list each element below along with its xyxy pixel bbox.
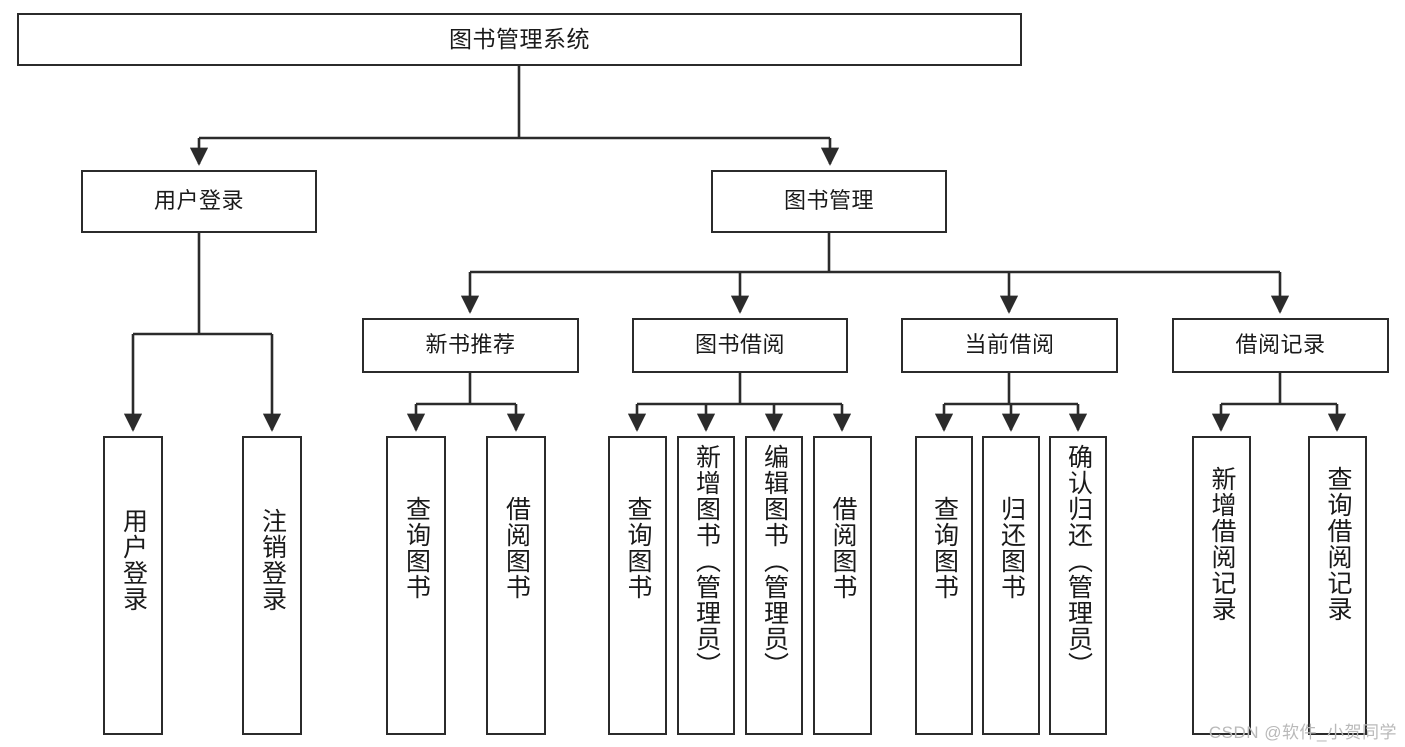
node-new-book-recommend-label: 新书推荐 — [425, 332, 516, 358]
node-leaf-borrow-book-2[interactable]: 借阅图书 — [813, 436, 872, 735]
node-leaf-logout[interactable]: 注销登录 — [242, 436, 302, 735]
node-leaf-borrow-book-2-label: 借阅图书 — [829, 496, 857, 600]
node-leaf-return-book[interactable]: 归还图书 — [982, 436, 1040, 735]
node-current-borrow[interactable]: 当前借阅 — [901, 318, 1118, 373]
node-leaf-query-book-2[interactable]: 查询图书 — [608, 436, 667, 735]
node-current-borrow-label: 当前借阅 — [964, 332, 1055, 358]
node-leaf-add-book-label: 新增图书（管理员） — [692, 444, 721, 678]
node-root[interactable]: 图书管理系统 — [17, 13, 1022, 66]
node-leaf-query-book-1[interactable]: 查询图书 — [386, 436, 446, 735]
node-leaf-edit-book[interactable]: 编辑图书（管理员） — [745, 436, 803, 735]
node-borrow-record[interactable]: 借阅记录 — [1172, 318, 1389, 373]
node-leaf-user-login[interactable]: 用户登录 — [103, 436, 163, 735]
node-leaf-borrow-book-1[interactable]: 借阅图书 — [486, 436, 546, 735]
node-leaf-logout-label: 注销登录 — [258, 508, 287, 612]
node-leaf-query-book-1-label: 查询图书 — [402, 496, 431, 600]
watermark: CSDN @软件_小贺同学 — [1208, 723, 1397, 742]
node-book-manage[interactable]: 图书管理 — [711, 170, 947, 233]
node-leaf-query-book-3-label: 查询图书 — [930, 496, 959, 600]
node-leaf-query-book-3[interactable]: 查询图书 — [915, 436, 973, 735]
node-leaf-user-login-label: 用户登录 — [119, 508, 148, 612]
node-user-login[interactable]: 用户登录 — [81, 170, 317, 233]
node-leaf-edit-book-label: 编辑图书（管理员） — [760, 444, 789, 678]
node-leaf-return-book-label: 归还图书 — [997, 496, 1026, 600]
node-book-borrow-label: 图书借阅 — [694, 332, 785, 358]
node-book-manage-label: 图书管理 — [783, 188, 874, 214]
node-borrow-record-label: 借阅记录 — [1235, 332, 1326, 358]
node-leaf-add-record[interactable]: 新增借阅记录 — [1192, 436, 1251, 735]
node-leaf-add-record-label: 新增借阅记录 — [1208, 466, 1236, 622]
node-root-label: 图书管理系统 — [449, 25, 590, 52]
node-user-login-label: 用户登录 — [153, 188, 244, 214]
node-leaf-borrow-book-1-label: 借阅图书 — [502, 496, 531, 600]
node-leaf-add-book[interactable]: 新增图书（管理员） — [677, 436, 735, 735]
node-leaf-query-book-2-label: 查询图书 — [624, 496, 652, 600]
node-book-borrow[interactable]: 图书借阅 — [632, 318, 848, 373]
node-leaf-query-record-label: 查询借阅记录 — [1324, 466, 1352, 622]
node-leaf-confirm-return-label: 确认归还（管理员） — [1064, 444, 1093, 678]
node-leaf-confirm-return[interactable]: 确认归还（管理员） — [1049, 436, 1107, 735]
node-new-book-recommend[interactable]: 新书推荐 — [362, 318, 579, 373]
node-leaf-query-record[interactable]: 查询借阅记录 — [1308, 436, 1367, 735]
